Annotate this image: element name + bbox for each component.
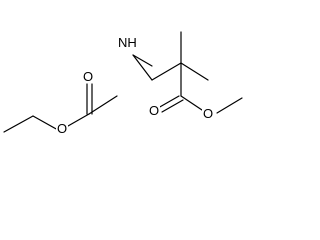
bond-n-ch2	[132, 54, 153, 67]
bond-ethyl-ch2-o	[32, 115, 59, 131]
bond-ch2-down	[132, 54, 153, 81]
carbamate-carbonyl-oxygen-label: O	[82, 69, 95, 84]
ester-carbonyl-oxygen-label: O	[148, 103, 161, 118]
bond-ester-o-methyl	[216, 97, 243, 114]
bond-quaternary-methyl-right	[180, 62, 209, 81]
structure-canvas: O O NH O O	[0, 0, 256, 145]
molecule-bonds	[3, 31, 243, 133]
bond-ester-c-o-single	[180, 95, 203, 111]
nitrogen-label: NH	[117, 35, 138, 50]
bond-ester-c-o-double-a	[157, 95, 180, 109]
bond-carbamate-c-n	[88, 95, 118, 115]
ester-oxygen-label: O	[202, 106, 215, 121]
bond-ch2-quaternary	[151, 62, 182, 81]
bond-o-carbamate-carbon	[67, 113, 90, 127]
bond-ester-c-o-double-b	[161, 99, 184, 113]
bond-ethyl-methyl	[3, 115, 34, 133]
ether-oxygen-label: O	[56, 121, 69, 136]
